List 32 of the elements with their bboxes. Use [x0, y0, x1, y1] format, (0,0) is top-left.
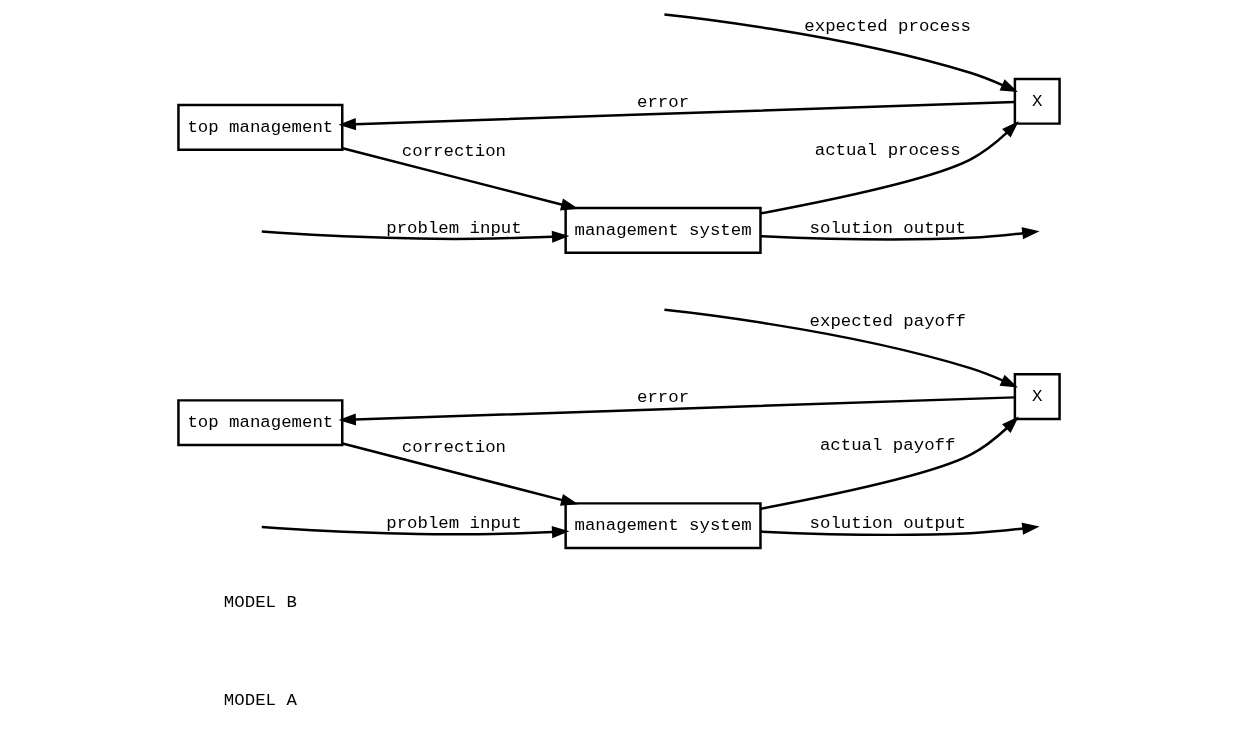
node-box: management system	[563, 501, 762, 549]
node-box: X	[1013, 77, 1061, 125]
edge-label: solution output	[809, 513, 966, 533]
node-box: top management	[176, 398, 343, 446]
edge-label: error	[636, 91, 689, 111]
edge-label: expected payoff	[809, 311, 966, 331]
arrow	[663, 308, 1018, 387]
label: MODEL B	[223, 592, 297, 612]
arrow	[341, 146, 578, 210]
edge-label: solution output	[809, 218, 966, 238]
label: MODEL A	[223, 690, 297, 710]
edge-label: correction	[401, 141, 506, 161]
edge-label: problem input	[385, 513, 522, 533]
edge-label: actual process	[814, 140, 961, 160]
arrow	[261, 525, 569, 538]
arrow	[760, 226, 1040, 241]
edge-label: error	[636, 387, 689, 407]
arrow	[338, 100, 1015, 130]
arrow	[663, 12, 1018, 92]
arrow	[341, 441, 578, 506]
edge-label: problem input	[385, 218, 522, 238]
node-box: management system	[563, 206, 762, 254]
edge-label: expected process	[803, 16, 971, 36]
node-box: X	[1013, 372, 1061, 420]
arrow	[759, 416, 1019, 510]
arrow	[759, 120, 1019, 215]
edge-label: actual payoff	[819, 435, 955, 455]
edge-label: correction	[401, 437, 506, 456]
arrow	[760, 522, 1040, 536]
arrow	[338, 395, 1015, 426]
node-box: top management	[176, 103, 343, 151]
arrow	[261, 229, 569, 243]
